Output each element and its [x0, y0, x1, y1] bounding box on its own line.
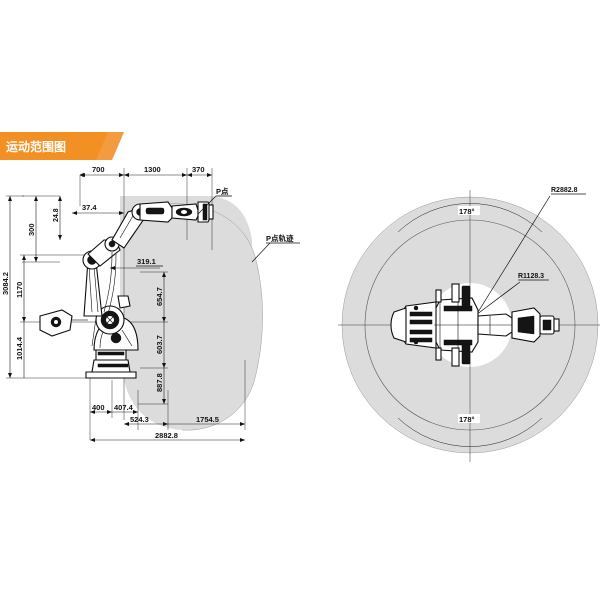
dim-24-8: 24.8	[53, 208, 60, 222]
dim-1754-5: 1754.5	[196, 415, 219, 424]
dim-319-1: 319.1	[137, 257, 156, 266]
dim-3084-2: 3084.2	[1, 272, 10, 295]
label-p-point: P点	[216, 186, 229, 196]
dimension-row-bottom: 400 407.4 524.3 1754.5 2882.8	[89, 360, 246, 442]
banner-label: 运动范围图	[6, 139, 66, 154]
dim-370: 370	[192, 165, 205, 174]
dimension-37-4: 37.4	[72, 203, 124, 215]
plan-top-view: 178° 178° R2882.8 R1128.3	[338, 187, 600, 462]
dim-2882-8: 2882.8	[155, 431, 178, 440]
robot-plan-figure	[390, 283, 560, 367]
dimension-319-1: 319.1	[110, 257, 163, 270]
angle-top-178: 178°	[459, 207, 475, 216]
angle-markers: 178° 178°	[397, 203, 543, 447]
dim-700: 700	[92, 165, 105, 174]
robot-side-figure	[39, 201, 214, 379]
dim-887-8: 887.8	[155, 373, 164, 392]
dim-37-4: 37.4	[82, 203, 97, 212]
side-elevation-view: 700 1300 370 37.4 300	[1, 165, 300, 442]
callout-p-point-trace: P点轨迹	[251, 233, 300, 263]
dimension-24-8: 24.8	[53, 196, 62, 240]
dim-654-7: 654.7	[155, 287, 164, 306]
callout-p-point: P点	[197, 186, 232, 215]
dimension-stack-left: 3084.2 1170 1014.4	[1, 195, 112, 379]
radius-callouts: R2882.8 R1128.3	[469, 187, 586, 326]
dim-1014-4: 1014.4	[15, 336, 24, 360]
dimension-stack-middle: 654.7 603.7 887.8	[112, 271, 168, 405]
angle-bottom-178: 178°	[459, 415, 475, 424]
dim-300: 300	[27, 223, 36, 236]
dim-r-outer: R2882.8	[551, 187, 578, 194]
dim-r-inner: R1128.3	[518, 273, 544, 280]
dimension-300: 300	[22, 195, 60, 263]
dim-1300: 1300	[144, 165, 161, 174]
dim-524-3: 524.3	[130, 415, 149, 424]
dim-407-4: 407.4	[114, 403, 134, 412]
dim-400: 400	[92, 403, 105, 412]
label-p-point-trace: P点轨迹	[266, 233, 294, 243]
dim-603-7: 603.7	[155, 335, 164, 354]
dim-1170: 1170	[15, 282, 24, 298]
section-banner: 运动范围图	[0, 132, 124, 160]
motion-envelope-side	[120, 196, 263, 431]
